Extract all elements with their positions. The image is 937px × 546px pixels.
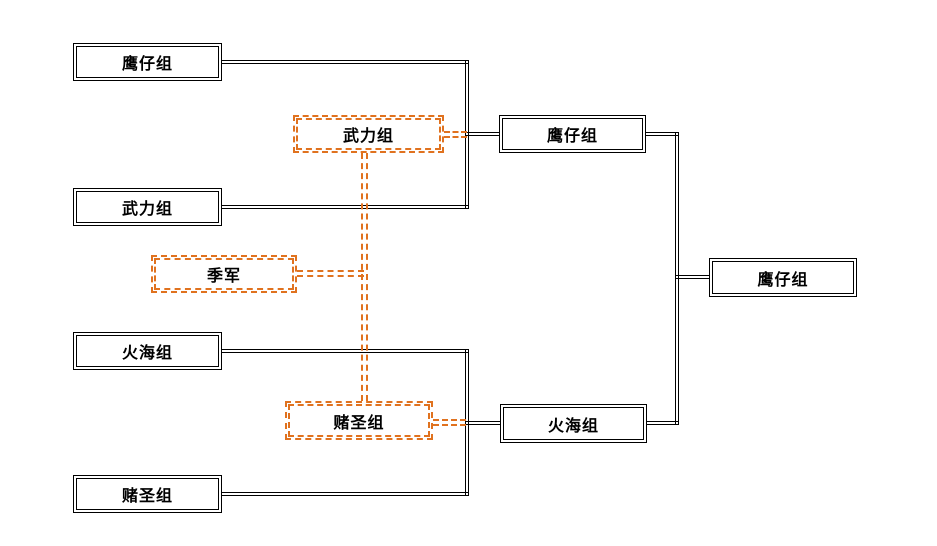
round2-box-1: 鹰仔组: [499, 115, 646, 153]
connector-qf1-out: [465, 132, 499, 136]
round1-box-2: 武力组: [73, 188, 222, 226]
connector-final-out: [675, 275, 709, 279]
team-label: 鹰仔组: [121, 56, 173, 73]
round1-box-1: 鹰仔组: [73, 43, 222, 81]
box-inner-frame: 鹰仔组: [502, 118, 643, 150]
box-inner-frame: 武力组: [296, 118, 441, 150]
connector-qf2-bottom: [222, 492, 469, 496]
champion-box: 鹰仔组: [709, 258, 857, 297]
round1-box-4: 赌圣组: [73, 475, 222, 513]
dashed-connector-third-place: [297, 270, 364, 277]
connector-qf1-vertical: [465, 60, 469, 209]
dashed-connector-winner2: [433, 419, 466, 426]
connector-sf-top: [646, 132, 679, 136]
dashed-connector-winner1: [444, 131, 467, 138]
connector-qf2-out: [465, 421, 500, 425]
box-inner-frame: 火海组: [76, 335, 219, 367]
box-inner-frame: 火海组: [503, 407, 644, 440]
box-inner-frame: 赌圣组: [288, 404, 430, 437]
team-label: 赌圣组: [121, 488, 173, 505]
team-label: 火海组: [547, 417, 599, 435]
connector-qf1-bottom: [222, 205, 469, 209]
connector-sf-bottom: [647, 421, 679, 425]
winner-marker-box-1: 武力组: [293, 115, 444, 153]
connector-qf2-top: [222, 349, 469, 353]
dashed-vertical-third-place: [361, 153, 368, 401]
winner-marker-box-2: 赌圣组: [285, 401, 433, 440]
box-inner-frame: 赌圣组: [76, 478, 219, 510]
team-label: 季军: [206, 268, 241, 285]
box-inner-frame: 鹰仔组: [76, 46, 219, 78]
box-inner-frame: 鹰仔组: [712, 261, 854, 294]
team-label: 鹰仔组: [546, 128, 598, 145]
team-label: 赌圣组: [333, 414, 385, 432]
box-inner-frame: 武力组: [76, 191, 219, 223]
team-label: 武力组: [342, 128, 394, 145]
third-place-box: 季军: [151, 255, 297, 293]
team-label: 鹰仔组: [757, 271, 809, 289]
round2-box-2: 火海组: [500, 404, 647, 443]
connector-qf1-top: [222, 60, 469, 64]
team-label: 火海组: [121, 345, 173, 362]
round1-box-3: 火海组: [73, 332, 222, 370]
connector-qf2-vertical: [465, 349, 469, 496]
team-label: 武力组: [121, 201, 173, 218]
box-inner-frame: 季军: [154, 258, 294, 290]
